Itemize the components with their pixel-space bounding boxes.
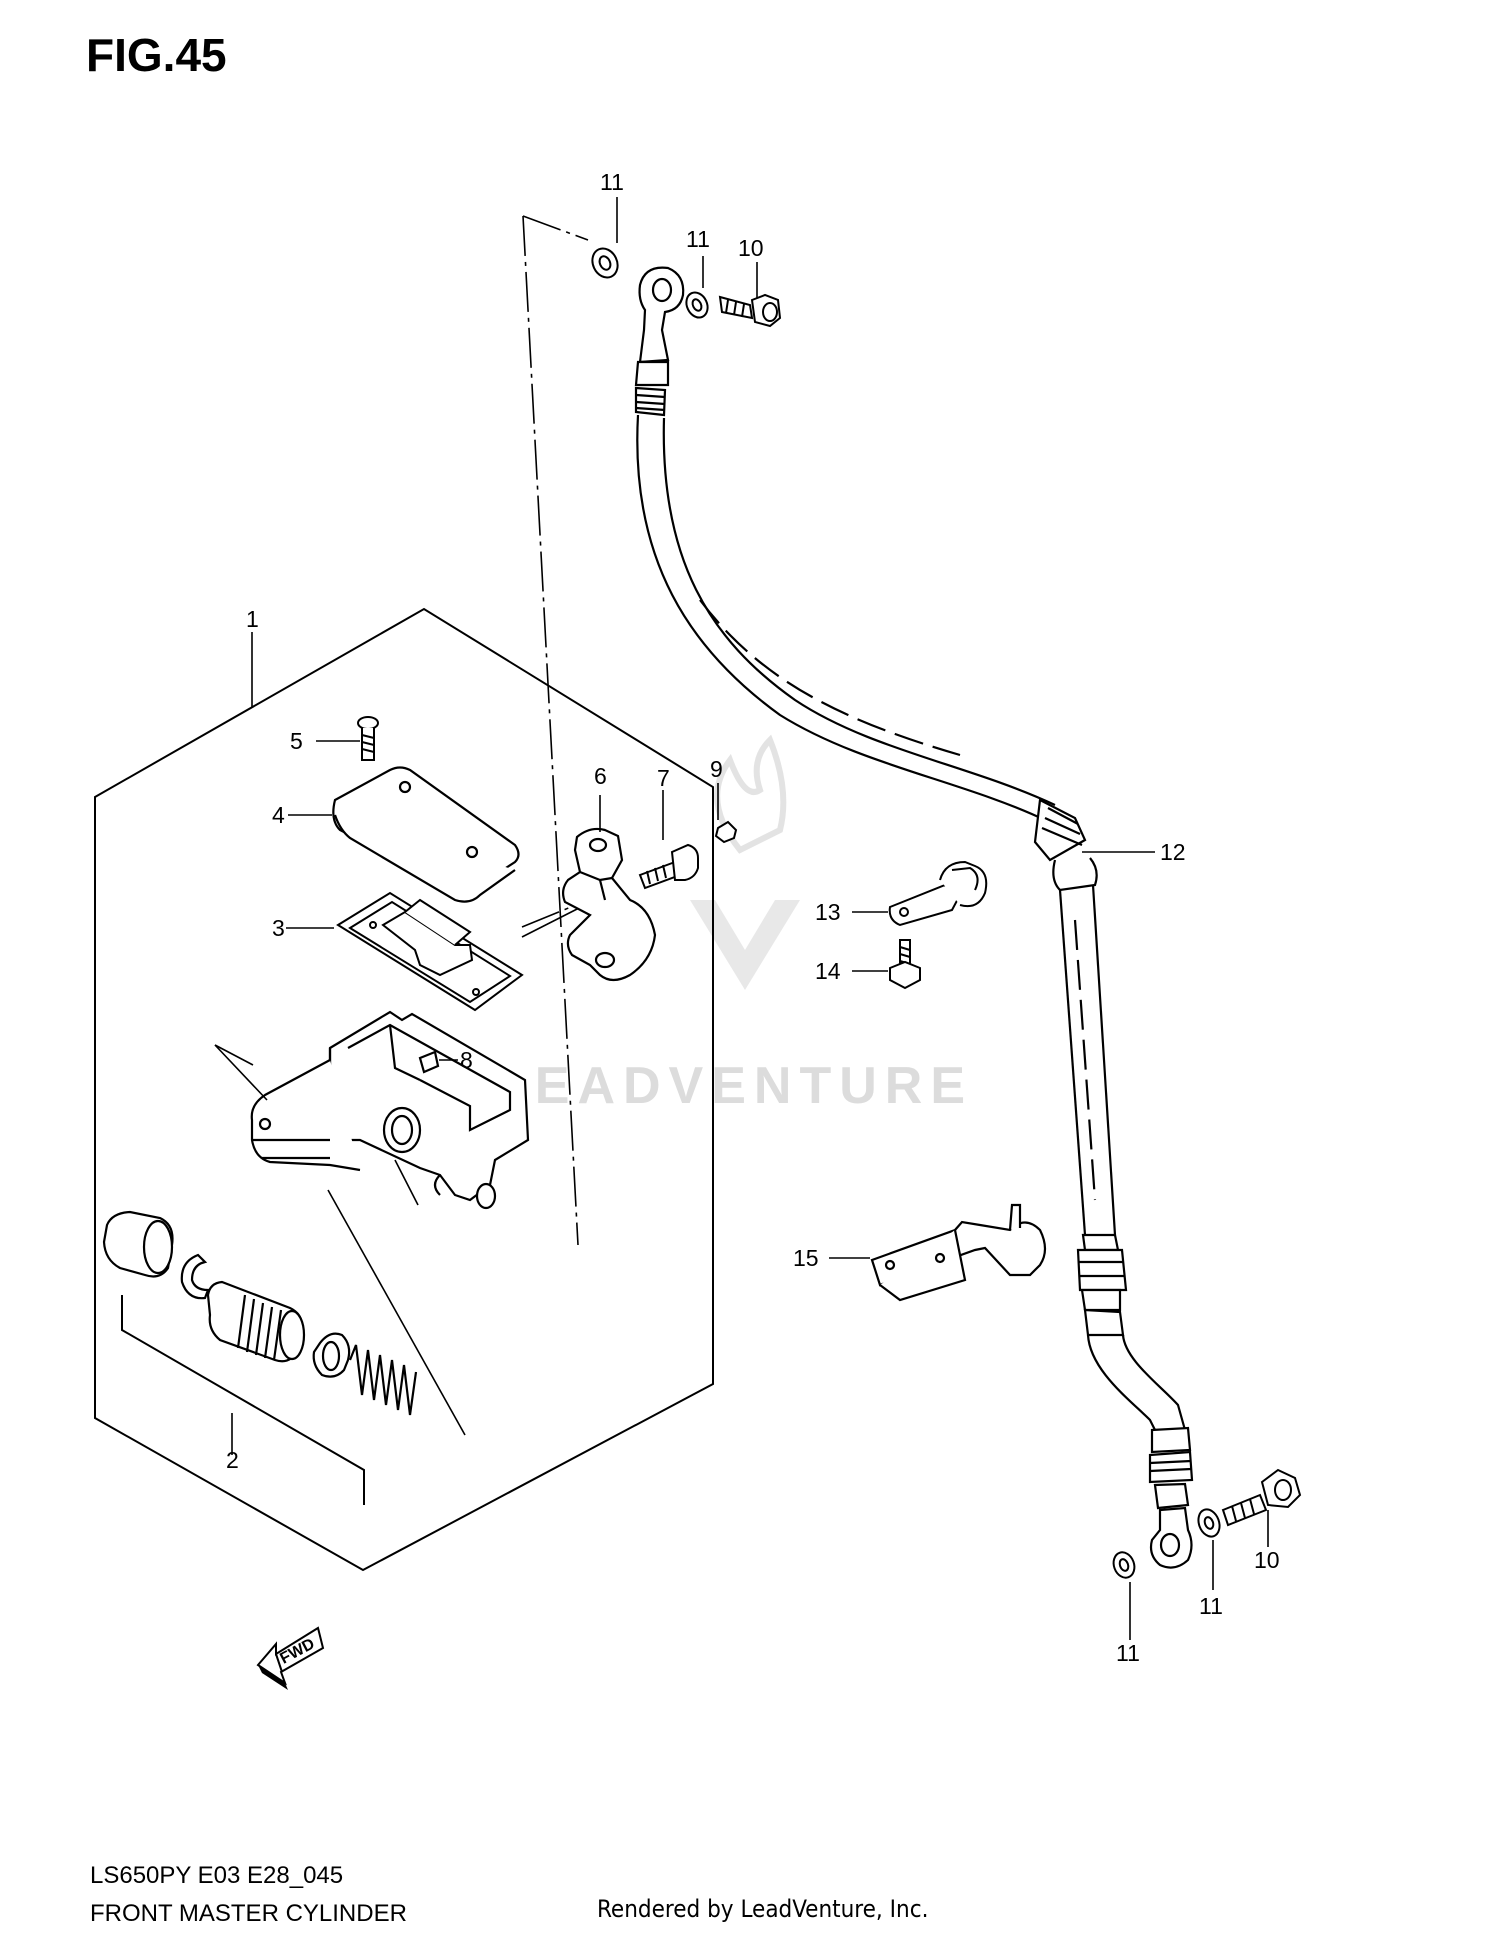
part-diaphragm-3 bbox=[336, 891, 524, 1012]
fwd-direction-arrow: FWD bbox=[256, 1626, 325, 1690]
callout-7: 7 bbox=[657, 765, 670, 791]
part-screw-9 bbox=[714, 820, 738, 844]
callout-12: 12 bbox=[1160, 839, 1186, 865]
part-bolt-7 bbox=[638, 843, 699, 890]
callout-8: 8 bbox=[460, 1047, 473, 1073]
part-bracket-15 bbox=[870, 1203, 1047, 1302]
part-clamp-6 bbox=[561, 827, 657, 982]
part-washer-11-top-b bbox=[685, 291, 709, 319]
part-bolt-10-bottom bbox=[1221, 1468, 1302, 1527]
callout-2: 2 bbox=[226, 1447, 239, 1473]
watermark-logo bbox=[690, 734, 800, 990]
part-washer-11-top-a bbox=[591, 247, 619, 279]
callout-15: 15 bbox=[793, 1245, 819, 1271]
part-clamp-13 bbox=[888, 860, 988, 927]
callout-11-top-b: 11 bbox=[686, 226, 710, 252]
callout-5: 5 bbox=[290, 728, 303, 754]
part-cap-4 bbox=[332, 766, 520, 903]
part-piston-kit-2 bbox=[102, 1210, 418, 1416]
callout-4: 4 bbox=[272, 802, 285, 828]
part-master-cylinder-body bbox=[250, 1010, 530, 1210]
callout-9: 9 bbox=[710, 756, 723, 782]
callout-6: 6 bbox=[594, 763, 607, 789]
part-banjo-bottom bbox=[1148, 1426, 1194, 1569]
callout-11-bottom-b: 11 bbox=[1116, 1640, 1140, 1666]
callout-10-bottom: 10 bbox=[1254, 1547, 1280, 1573]
callout-10-top: 10 bbox=[738, 235, 764, 261]
assembly-outline bbox=[94, 607, 714, 1572]
callout-11-bottom-a: 11 bbox=[1199, 1593, 1223, 1619]
watermark-text: LEADVENTURE bbox=[495, 1057, 973, 1115]
render-credit: Rendered by LeadVenture, Inc. bbox=[597, 1895, 929, 1923]
part-banjo-top bbox=[634, 266, 685, 417]
figure-title: FIG.45 bbox=[86, 29, 227, 81]
part-bolt-10-top bbox=[718, 293, 782, 328]
callout-3: 3 bbox=[272, 915, 285, 941]
callout-13: 13 bbox=[815, 899, 841, 925]
part-washer-11-bottom-a bbox=[1197, 1508, 1221, 1538]
model-code: LS650PY E03 E28_045 bbox=[90, 1862, 344, 1889]
callout-14: 14 bbox=[815, 958, 841, 984]
part-brake-hose-12 bbox=[636, 414, 1187, 1441]
part-screw-5 bbox=[357, 716, 379, 761]
part-bolt-14 bbox=[889, 939, 921, 990]
callout-11-top-a: 11 bbox=[600, 169, 624, 195]
section-name: FRONT MASTER CYLINDER bbox=[90, 1900, 407, 1927]
part-washer-11-bottom-b bbox=[1112, 1551, 1136, 1579]
callout-1: 1 bbox=[246, 606, 259, 632]
